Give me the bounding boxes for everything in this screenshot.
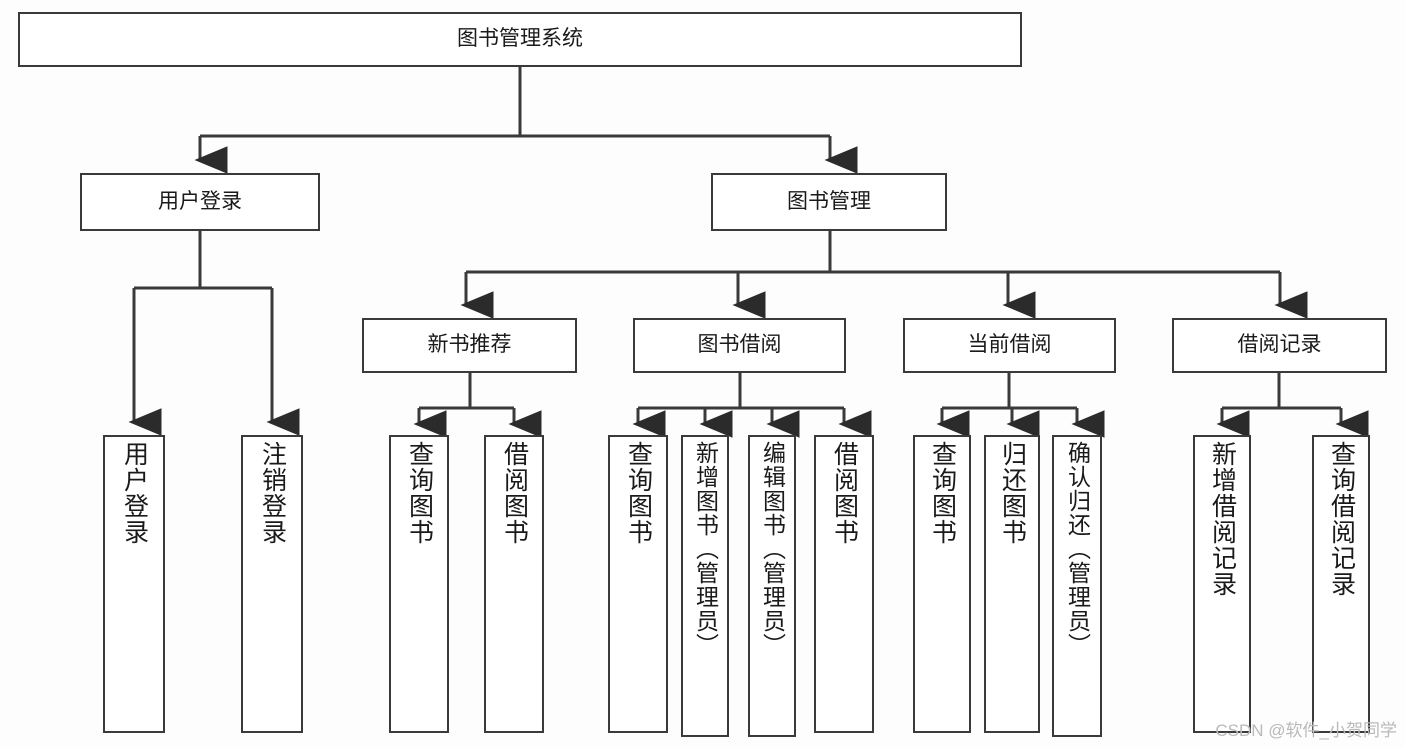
leaf-add-borrow-record[interactable]: 新增借阅记录 bbox=[1193, 435, 1251, 733]
node-book-management-label: 图书管理 bbox=[787, 189, 871, 213]
node-book-borrow[interactable]: 图书借阅 bbox=[633, 318, 846, 373]
node-new-book-recommendation-label: 新书推荐 bbox=[427, 333, 512, 357]
leaf-user-login[interactable]: 用户登录 bbox=[103, 435, 165, 733]
watermark: CSDN @软件_小贺同学 bbox=[1215, 721, 1397, 740]
node-book-borrow-label: 图书借阅 bbox=[697, 333, 782, 357]
leaf-query-book-rec-label: 查询图书 bbox=[405, 441, 434, 545]
leaf-borrow-book-rec-label: 借阅图书 bbox=[500, 441, 529, 545]
leaf-borrow-book[interactable]: 借阅图书 bbox=[814, 435, 874, 733]
leaf-query-book-borrow[interactable]: 查询图书 bbox=[608, 435, 668, 733]
node-current-borrow[interactable]: 当前借阅 bbox=[903, 318, 1116, 373]
leaf-logout-label: 注销登录 bbox=[258, 441, 287, 545]
node-user-login[interactable]: 用户登录 bbox=[80, 173, 320, 231]
leaf-borrow-book-rec[interactable]: 借阅图书 bbox=[484, 435, 544, 733]
leaf-user-login-label: 用户登录 bbox=[120, 441, 149, 545]
leaf-add-book-admin[interactable]: 新增图书（管理员） bbox=[681, 435, 729, 737]
node-new-book-recommendation[interactable]: 新书推荐 bbox=[362, 318, 577, 373]
leaf-query-borrow-record[interactable]: 查询借阅记录 bbox=[1312, 435, 1370, 733]
node-book-management[interactable]: 图书管理 bbox=[711, 173, 947, 231]
leaf-query-borrow-record-label: 查询借阅记录 bbox=[1327, 441, 1356, 597]
leaf-logout[interactable]: 注销登录 bbox=[241, 435, 303, 733]
leaf-edit-book-admin[interactable]: 编辑图书（管理员） bbox=[748, 435, 796, 737]
leaf-return-book[interactable]: 归还图书 bbox=[984, 435, 1040, 733]
node-root[interactable]: 图书管理系统 bbox=[18, 12, 1022, 67]
leaf-query-book-borrow-label: 查询图书 bbox=[624, 441, 653, 545]
leaf-confirm-return-admin-label: 确认归还（管理员） bbox=[1064, 441, 1091, 657]
leaf-add-borrow-record-label: 新增借阅记录 bbox=[1208, 441, 1237, 597]
leaf-confirm-return-admin[interactable]: 确认归还（管理员） bbox=[1052, 435, 1102, 737]
node-borrow-record-label: 借阅记录 bbox=[1237, 333, 1322, 357]
node-user-login-label: 用户登录 bbox=[158, 189, 242, 213]
leaf-query-book-rec[interactable]: 查询图书 bbox=[389, 435, 449, 733]
leaf-borrow-book-label: 借阅图书 bbox=[830, 441, 859, 545]
leaf-query-book-current[interactable]: 查询图书 bbox=[913, 435, 971, 733]
leaf-edit-book-admin-label: 编辑图书（管理员） bbox=[759, 441, 786, 657]
leaf-query-book-current-label: 查询图书 bbox=[928, 441, 957, 545]
node-current-borrow-label: 当前借阅 bbox=[967, 333, 1052, 357]
leaf-add-book-admin-label: 新增图书（管理员） bbox=[692, 441, 719, 657]
leaf-return-book-label: 归还图书 bbox=[998, 441, 1027, 545]
node-root-label: 图书管理系统 bbox=[457, 27, 583, 51]
node-borrow-record[interactable]: 借阅记录 bbox=[1172, 318, 1387, 373]
